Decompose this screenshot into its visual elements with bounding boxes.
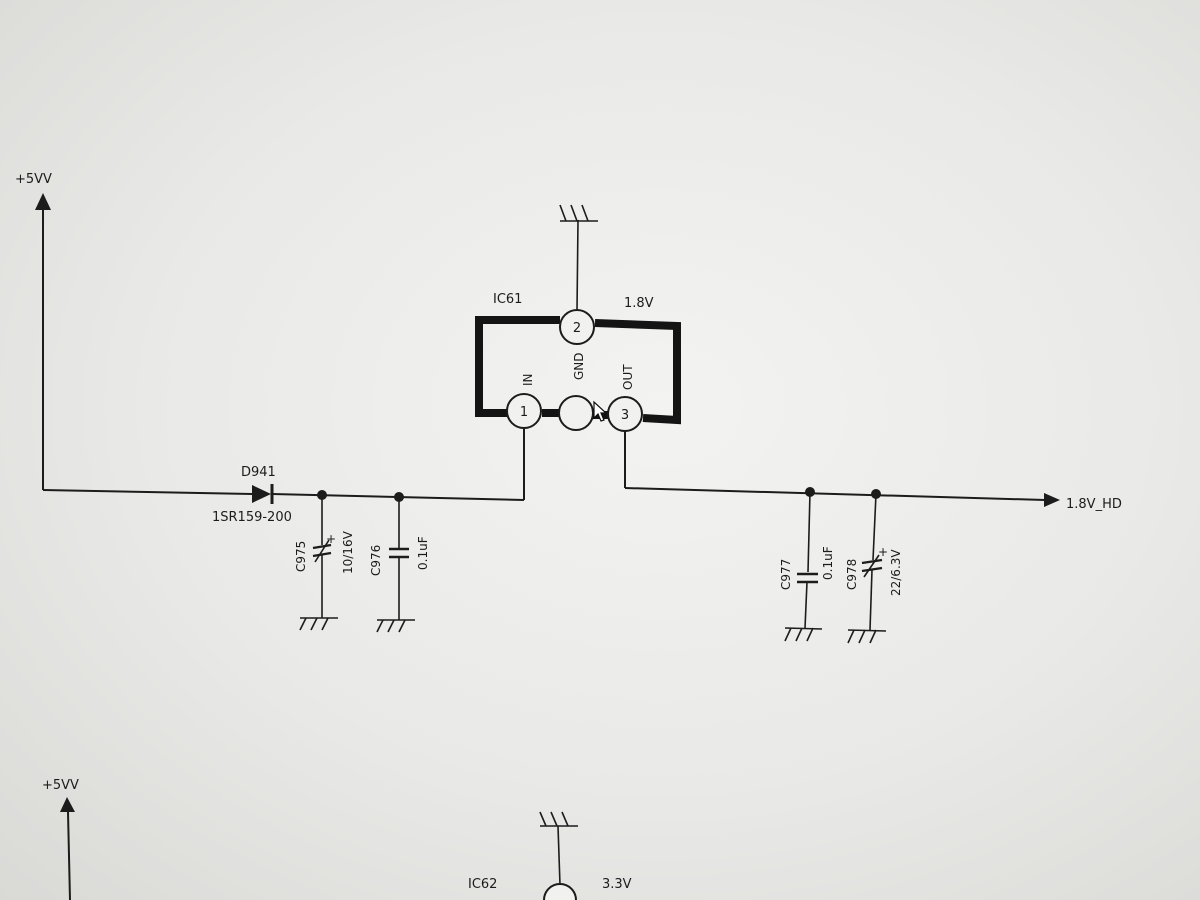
ic61-ground-symbol [559, 204, 598, 312]
ic62-ref: IC62 [468, 877, 497, 892]
capacitor-c976 [376, 497, 415, 633]
capacitor-c977-ref: C977 [779, 559, 793, 590]
ic61-ref: IC61 [493, 292, 522, 307]
ic61-pin-1-num: 1 [520, 405, 528, 420]
capacitor-c975 [299, 495, 338, 631]
capacitor-c978-value: 22/6.3V [889, 549, 903, 596]
diode-d941-ref: D941 [241, 465, 276, 480]
diode-d941 [252, 484, 274, 504]
ic61-gnd-label: GND [572, 352, 586, 380]
capacitor-c975-polarity: + [326, 532, 336, 546]
supply-label-top: +5VV [15, 172, 52, 187]
wire-output-rail [624, 487, 1046, 501]
output-net-label: 1.8V_HD [1066, 497, 1122, 512]
capacitor-c978-polarity: + [878, 545, 888, 559]
supply-arrow-top [35, 193, 51, 490]
ic61-pin-1[interactable] [506, 393, 542, 429]
ic62-pin-2[interactable] [543, 883, 577, 900]
capacitor-c975-value: 10/16V [341, 530, 355, 574]
ic61-out-label: OUT [621, 364, 635, 390]
mouse-cursor-icon [593, 400, 608, 422]
ic61-pin-2[interactable] [559, 309, 595, 345]
ic61-in-label: IN [521, 373, 535, 386]
capacitor-c978-ref: C978 [845, 559, 859, 590]
capacitor-c976-value: 0.1uF [416, 536, 430, 570]
ic61-pin-3-num: 3 [621, 408, 629, 423]
capacitor-c976-ref: C976 [369, 545, 383, 576]
ic61-pin-nc [558, 395, 594, 431]
capacitor-c977 [784, 491, 823, 642]
diode-d941-part: 1SR159-200 [212, 510, 292, 525]
supply-label-bottom: +5VV [42, 778, 79, 793]
ic62-ground-symbol [539, 811, 578, 886]
output-arrow [1044, 493, 1060, 507]
wire-supply-to-diode [42, 489, 253, 495]
supply-arrow-bottom [60, 797, 75, 900]
ic61-pin-2-num: 2 [573, 321, 581, 336]
ic61-body [475, 316, 681, 425]
capacitor-c978 [847, 493, 887, 644]
capacitor-c977-value: 0.1uF [821, 546, 835, 580]
ic62-voltage: 3.3V [602, 877, 632, 892]
ic61-voltage: 1.8V [624, 296, 654, 311]
capacitor-c975-ref: C975 [294, 541, 308, 572]
